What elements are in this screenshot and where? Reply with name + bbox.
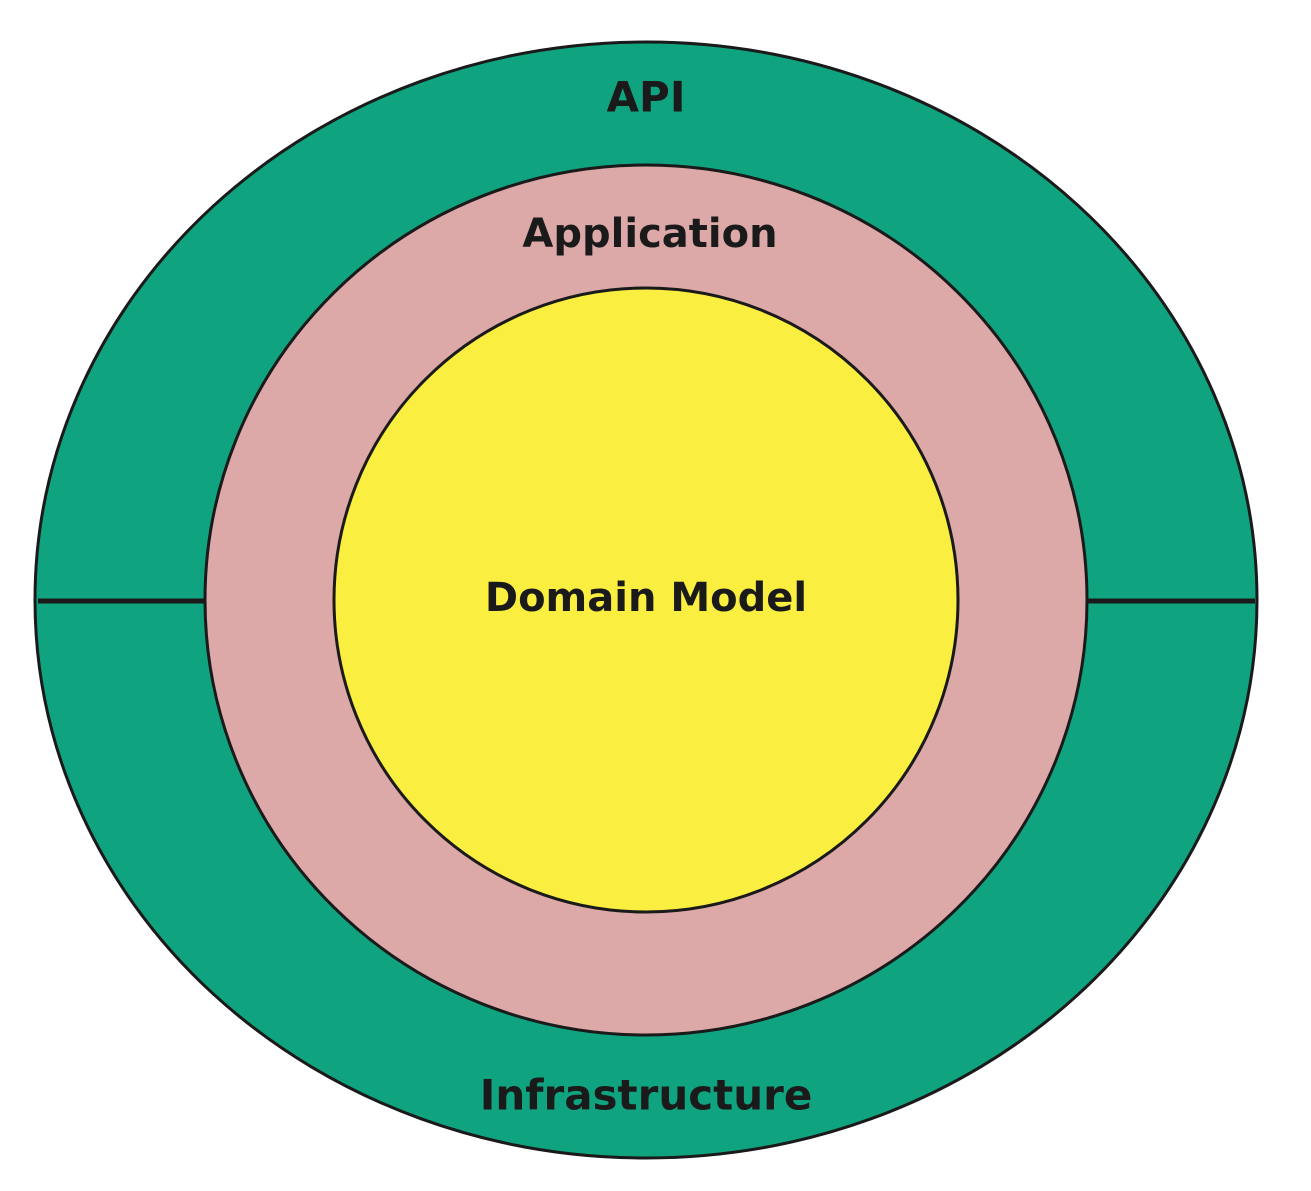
- layer-domain-model-shape[interactable]: [332, 286, 960, 914]
- layer-label-infrastructure: Infrastructure: [480, 1071, 813, 1120]
- layer-label-application: Application: [522, 211, 777, 257]
- layer-label-domain-model: Domain Model: [485, 575, 807, 621]
- layer-label-api: API: [607, 73, 686, 122]
